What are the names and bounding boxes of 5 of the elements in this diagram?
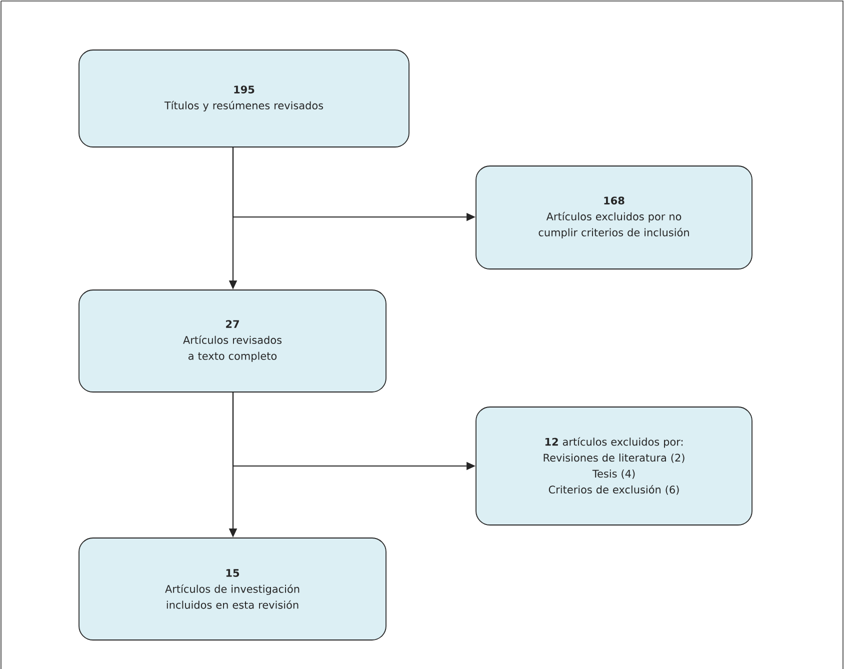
process-box: 195 Títulos y resúmenes revisados (78, 50, 410, 148)
process-box: 15 Artículos de investigación incluidos en esta revisión (78, 538, 386, 640)
process-box: 168 Artículos excluidos por no cumplir criterios de inclusión (476, 166, 752, 270)
process-box: 27 Artículos revisados a texto completo (78, 290, 386, 392)
process-box: 12 artículos excluidos por: Revisiones de literatura (2) Tesis (4) Criterios de exclusión (6) (476, 406, 752, 526)
